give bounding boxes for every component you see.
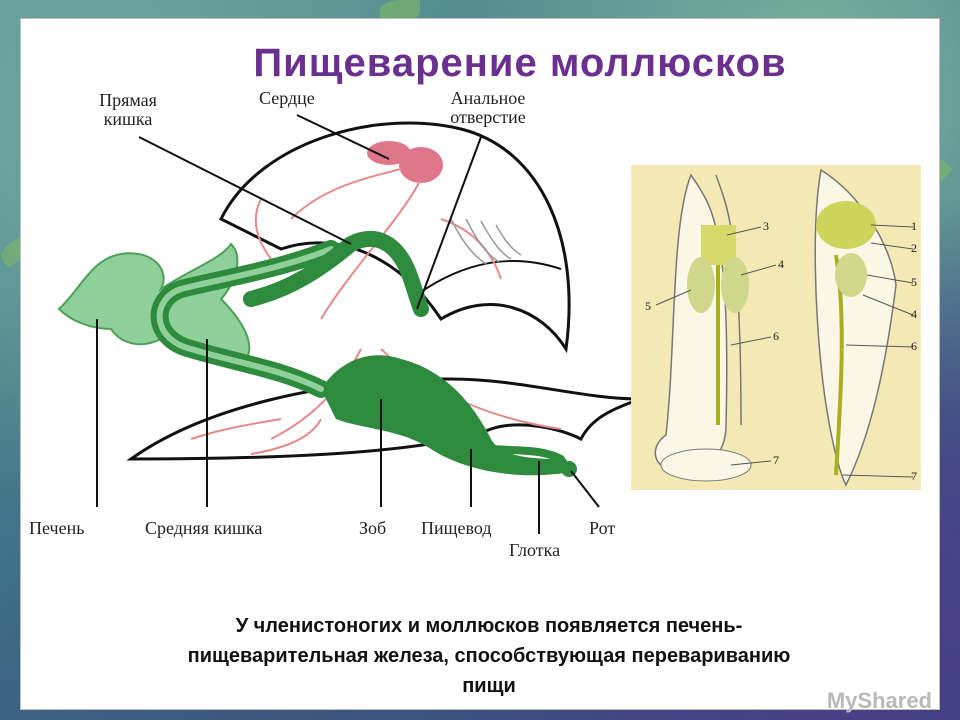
heart	[367, 141, 411, 165]
crustacean-figure-drawing	[654, 168, 914, 487]
photo-label: 7	[911, 469, 917, 483]
label-liver: Печень	[29, 518, 85, 538]
photo-label: 6	[773, 329, 779, 343]
photo-label: 2	[911, 241, 917, 255]
esophagus	[487, 445, 565, 463]
photo-label: 4	[911, 307, 917, 321]
label-mouth: Рот	[589, 518, 616, 538]
rectum	[243, 231, 429, 317]
midgut-inner	[156, 246, 334, 392]
leader-lines	[96, 114, 600, 534]
photo-label: 5	[911, 275, 917, 289]
label-midgut: Средняя кишка	[145, 518, 263, 538]
leaf-decoration	[380, 0, 420, 22]
watermark: MyShared	[826, 688, 932, 713]
heart	[399, 147, 443, 183]
photo-label: 4	[778, 257, 784, 271]
label-esophagus: Пищевод	[421, 518, 492, 538]
shell-outline	[218, 121, 571, 354]
photo-label: 3	[763, 219, 769, 233]
crustacean-figure: 3 4 5 6 7 1 2 5 4 6 7	[631, 165, 921, 490]
photo-label: 6	[911, 339, 917, 353]
mollusk-diagram	[57, 114, 642, 534]
slide-title: Пищеварение моллюсков	[253, 41, 787, 85]
caption: У членистоногих и моллюсков появляется п…	[187, 615, 791, 697]
gill	[450, 218, 522, 265]
photo-label: 5	[645, 299, 651, 313]
slide-card: Пищеварение моллюсков	[20, 18, 940, 710]
photo-label: 1	[911, 219, 917, 233]
label-crop: Зоб	[359, 518, 387, 538]
label-pharynx: Глотка	[509, 540, 561, 560]
crop	[321, 355, 568, 476]
photo-label: 7	[773, 453, 779, 467]
label-heart: Сердце	[259, 88, 315, 108]
